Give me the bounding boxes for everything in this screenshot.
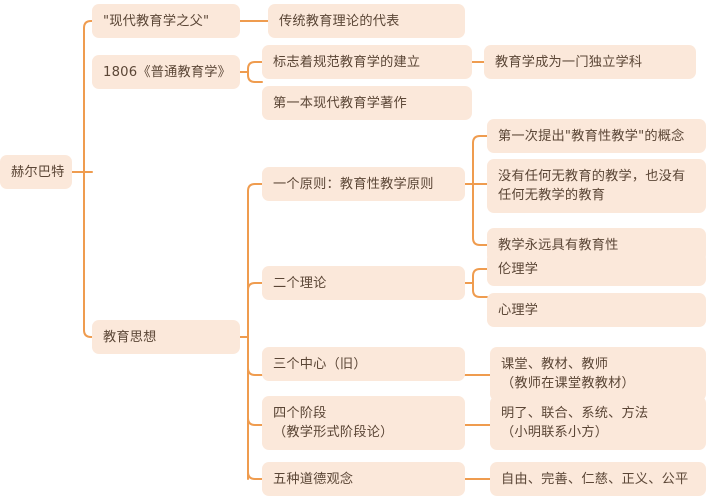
node-label: 自由、完善、仁慈、正义、公平 xyxy=(501,471,689,487)
link-l1-2-to-l2-3 xyxy=(247,183,263,192)
link-l1-2-to-l2-5 xyxy=(247,367,263,376)
node-label: 明了、联合、系统、方法 （小明联系小方） xyxy=(501,406,649,440)
link-l2-3-to-l3-3 xyxy=(472,237,488,246)
node-label: 教学永远具有教育性 xyxy=(498,237,619,253)
node-label: 标志着规范教育学的建立 xyxy=(273,54,421,70)
mindmap-node-modern-father[interactable]: "现代教育学之父" xyxy=(92,4,240,38)
node-label: 第一次提出"教育性教学"的概念 xyxy=(498,128,685,144)
mindmap-node-independent-discipline[interactable]: 教育学成为一门独立学科 xyxy=(484,45,696,79)
node-label: 1806《普通教育学》 xyxy=(103,64,232,80)
link-l1-1-bracket xyxy=(247,61,256,83)
mindmap-node-first-proposed-concept[interactable]: 第一次提出"教育性教学"的概念 xyxy=(487,119,706,153)
mindmap-node-1806-general-pedagogy[interactable]: 1806《普通教育学》 xyxy=(92,55,240,89)
mindmap-node-four-stages[interactable]: 四个阶段 （教学形式阶段论） xyxy=(262,396,465,450)
node-label: 三个中心（旧） xyxy=(273,356,367,372)
node-label: 一个原则：教育性教学原则 xyxy=(273,176,434,192)
mindmap-node-two-theories[interactable]: 二个理论 xyxy=(262,266,465,300)
mindmap-node-root[interactable]: 赫尔巴特 xyxy=(0,155,72,189)
mindmap-node-ethics[interactable]: 伦理学 xyxy=(487,252,706,286)
node-label: 传统教育理论的代表 xyxy=(279,13,400,29)
link-l2-4-to-l3-4 xyxy=(472,268,488,277)
mindmap-node-no-teaching-without-education[interactable]: 没有任何无教育的教学，也没有 任何无教学的教育 xyxy=(487,159,706,213)
mindmap-node-traditional-theory-rep[interactable]: 传统教育理论的代表 xyxy=(268,4,465,38)
link-l2-3-to-l3-1 xyxy=(472,135,488,144)
mindmap-node-freedom-perfection-benevolence[interactable]: 自由、完善、仁慈、正义、公平 xyxy=(490,462,706,496)
link-l2-4-to-l3-5 xyxy=(472,289,488,298)
link-root-to-l1-2 xyxy=(83,329,93,338)
link-l1-2-to-l2-7b xyxy=(247,471,263,480)
node-label: 二个理论 xyxy=(273,275,327,291)
mindmap-node-classroom-textbook-teacher[interactable]: 课堂、教材、教师 （教师在课堂教教材） xyxy=(490,347,706,401)
mindmap-node-three-centers[interactable]: 三个中心（旧） xyxy=(262,347,465,381)
node-label: 第一本现代教育学著作 xyxy=(273,95,407,111)
mindmap-node-five-moral-concepts[interactable]: 五种道德观念 xyxy=(262,462,465,496)
node-label: 伦理学 xyxy=(498,261,539,277)
node-label: 课堂、教材、教师 （教师在课堂教教材） xyxy=(501,357,635,391)
node-label: 没有任何无教育的教学，也没有 任何无教学的教育 xyxy=(498,169,686,203)
node-label: 教育学成为一门独立学科 xyxy=(495,54,643,70)
node-label: 赫尔巴特 xyxy=(11,164,65,180)
link-root-to-l1-0 xyxy=(83,20,93,29)
link-l1-2-to-l2-4 xyxy=(247,282,263,291)
node-label: 四个阶段 （教学形式阶段论） xyxy=(273,406,394,440)
link-l1-2-to-l2-7 xyxy=(248,479,262,486)
mindmap-node-marks-normative-pedagogy[interactable]: 标志着规范教育学的建立 xyxy=(262,45,472,79)
mindmap-node-first-modern-pedagogy-work[interactable]: 第一本现代教育学著作 xyxy=(262,86,472,120)
link-l1-2-to-l2-6 xyxy=(247,417,263,426)
node-label: "现代教育学之父" xyxy=(103,13,210,29)
mindmap-node-psychology[interactable]: 心理学 xyxy=(487,293,706,327)
mindmap-node-educational-thought[interactable]: 教育思想 xyxy=(92,320,240,354)
node-label: 心理学 xyxy=(498,302,539,318)
mindmap-node-one-principle[interactable]: 一个原则：教育性教学原则 xyxy=(262,167,465,201)
node-label: 五种道德观念 xyxy=(273,471,354,487)
node-label: 教育思想 xyxy=(103,329,157,345)
mindmap-node-four-step-method[interactable]: 明了、联合、系统、方法 （小明联系小方） xyxy=(490,396,706,450)
